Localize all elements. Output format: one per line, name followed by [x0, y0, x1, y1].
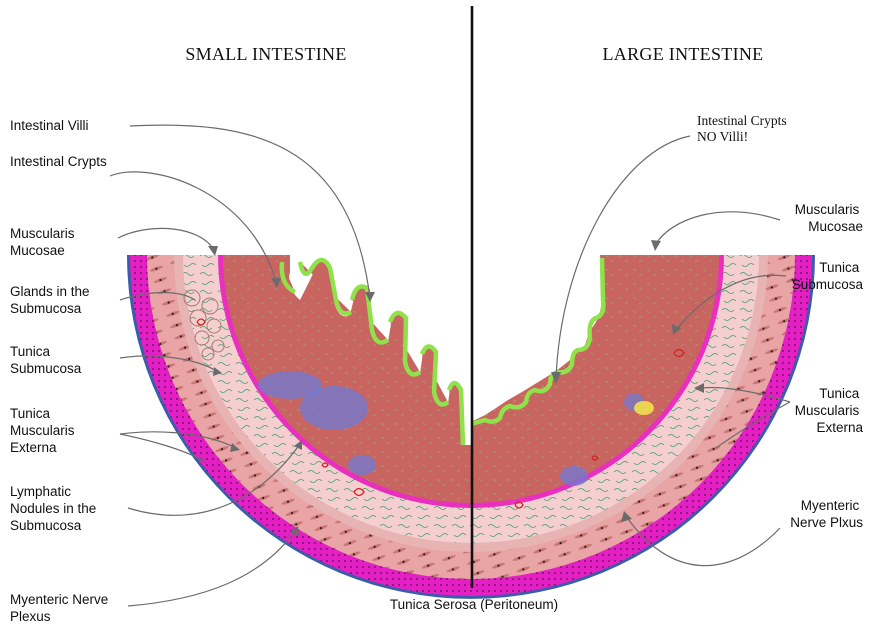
labels-left: Intestinal Villi Intestinal Crypts Muscu…: [10, 118, 112, 624]
fat-cells: [634, 401, 654, 415]
label-intestinal-crypts-no-villi: Intestinal Crypts NO Villi!: [697, 113, 790, 144]
lymphatic-nodule: [300, 386, 368, 430]
arrowhead: [208, 246, 218, 256]
lymphatic-nodule: [348, 455, 376, 475]
label-lymphatic-nodules: Lymphatic Nodules in the Submucosa: [10, 484, 100, 533]
label-tunica-serosa: Tunica Serosa (Peritoneum): [390, 597, 558, 612]
leader-myenteric: [128, 530, 296, 606]
lymphatic-nodule: [560, 466, 588, 486]
label-tunica-muscularis-externa-right: Tunica Muscularis Externa: [795, 386, 864, 435]
label-glands-in-submucosa: Glands in the Submucosa: [10, 284, 93, 316]
heading-large-intestine: LARGE INTESTINE: [603, 44, 764, 64]
label-myenteric-nerve-plexus: Myenteric Nerve Plexus: [10, 592, 112, 624]
label-intestinal-villi: Intestinal Villi: [10, 118, 89, 133]
label-tunica-muscularis-externa: Tunica Muscularis Externa: [10, 406, 78, 455]
arrowhead: [651, 240, 661, 251]
label-muscularis-mucosae: Muscularis Mucosae: [10, 226, 78, 258]
leader-muscularis-mucosae-right: [656, 212, 780, 244]
leader-muscularis-mucosae: [118, 228, 214, 250]
label-intestinal-crypts: Intestinal Crypts: [10, 154, 107, 169]
label-muscularis-mucosae-right: Muscularis Mucosae: [795, 202, 863, 234]
label-myenteric-nerve-plxus: Myenteric Nerve Plxus: [790, 498, 863, 530]
heading-small-intestine: SMALL INTESTINE: [185, 44, 346, 64]
label-tunica-submucosa: Tunica Submucosa: [10, 344, 82, 376]
